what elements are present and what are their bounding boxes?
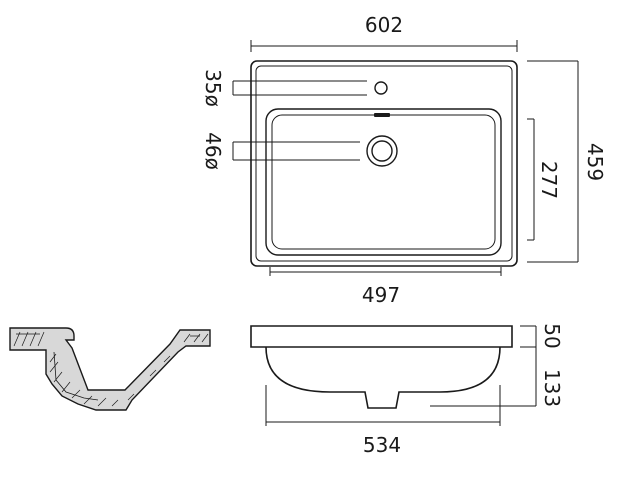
overall-depth-label: 459: [583, 143, 607, 181]
bowl-height-label: 133: [540, 369, 564, 407]
waste-hole-icon: [366, 135, 398, 167]
basin-outer-rim: [250, 60, 518, 267]
top-width-label: 602: [365, 13, 403, 37]
overflow-slot: [374, 113, 390, 117]
tap-hole-label: 35ø: [201, 69, 225, 107]
waste-hole-inner: [371, 140, 393, 162]
section-cut: [9, 327, 211, 411]
waste-hole-label: 46ø: [201, 132, 225, 170]
bowl-width-label: 497: [362, 283, 400, 307]
section-hatch: [13, 331, 209, 407]
elevation-bowl: [265, 346, 501, 409]
section-view: [9, 327, 211, 411]
side-elevation: 50 133 534: [250, 323, 564, 457]
tap-hole-icon: [374, 81, 388, 95]
bowl-outline: [265, 108, 502, 256]
base-width-label: 534: [363, 433, 401, 457]
rim-height-label: 50: [540, 323, 564, 348]
plan-view: 602 459 277 497 35ø 46ø: [201, 13, 607, 307]
elevation-top-slab: [250, 325, 513, 348]
basin-inner-rim: [255, 65, 513, 262]
bowl-inner-outline: [271, 114, 496, 250]
bowl-depth-label: 277: [537, 161, 561, 199]
